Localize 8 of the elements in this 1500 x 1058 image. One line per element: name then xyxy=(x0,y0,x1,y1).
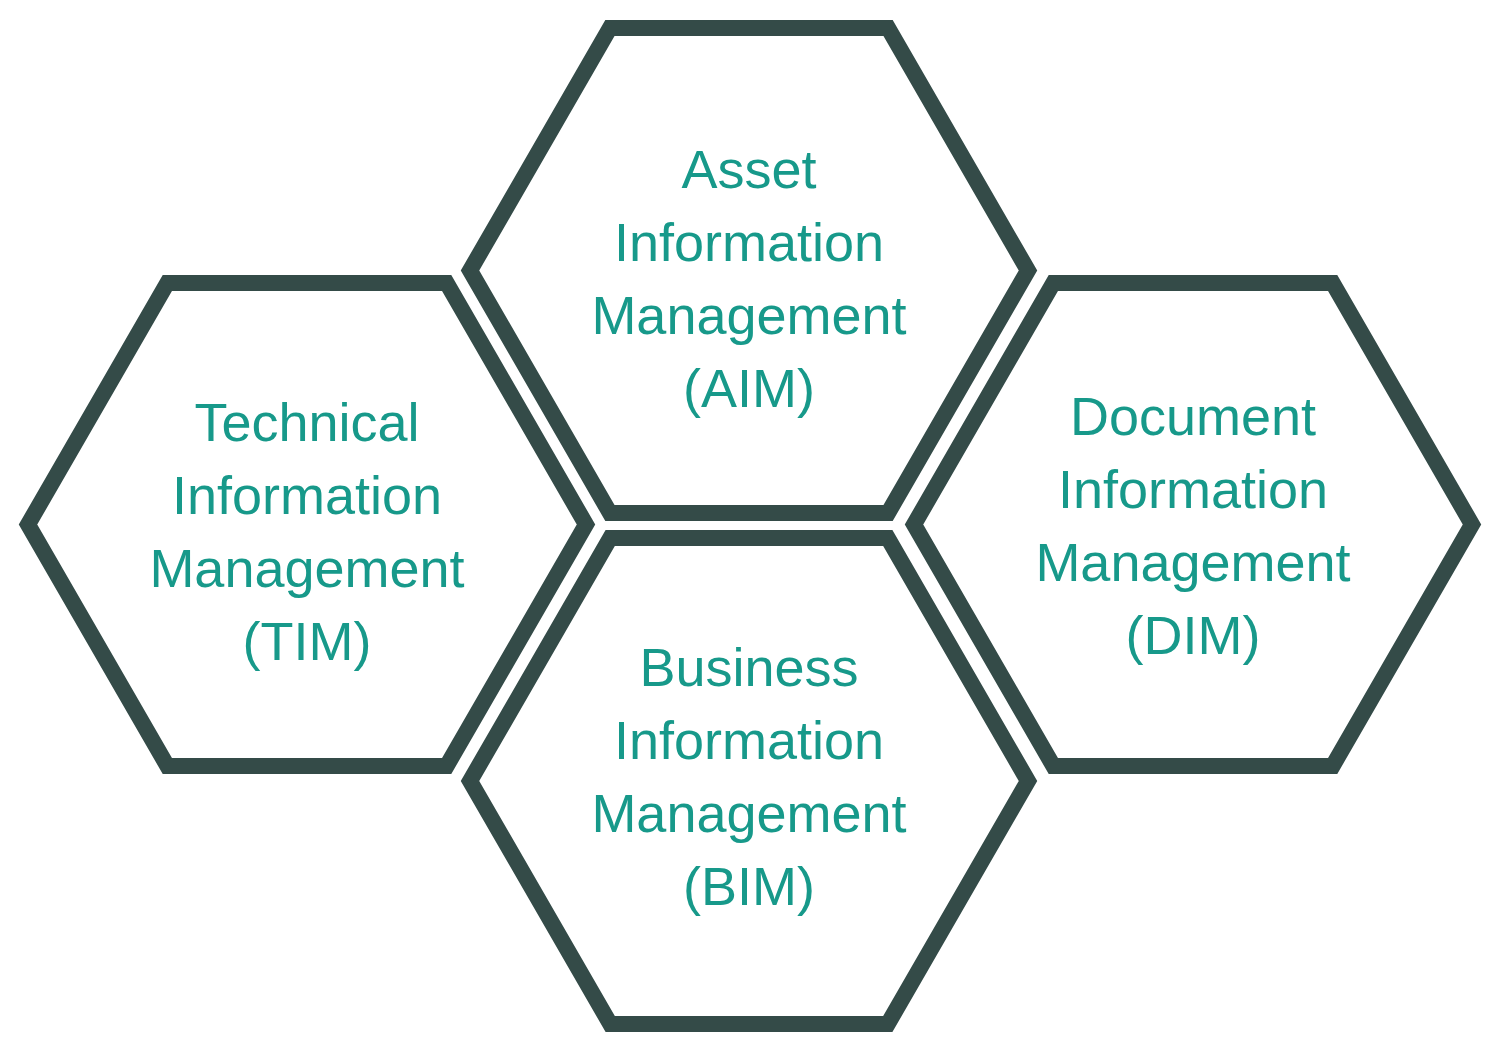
hexagon-label: Technical Information Management (TIM) xyxy=(148,390,466,673)
hexagon xyxy=(20,275,594,774)
hexagon xyxy=(462,530,1036,1032)
hexagon xyxy=(462,20,1036,521)
hexagon-label: Asset Information Management (AIM) xyxy=(590,137,908,420)
hexagon-label: Business Information Management (BIM) xyxy=(590,636,908,918)
hexagon-label: Document Information Management (DIM) xyxy=(1034,384,1352,667)
hexagon xyxy=(906,275,1480,774)
